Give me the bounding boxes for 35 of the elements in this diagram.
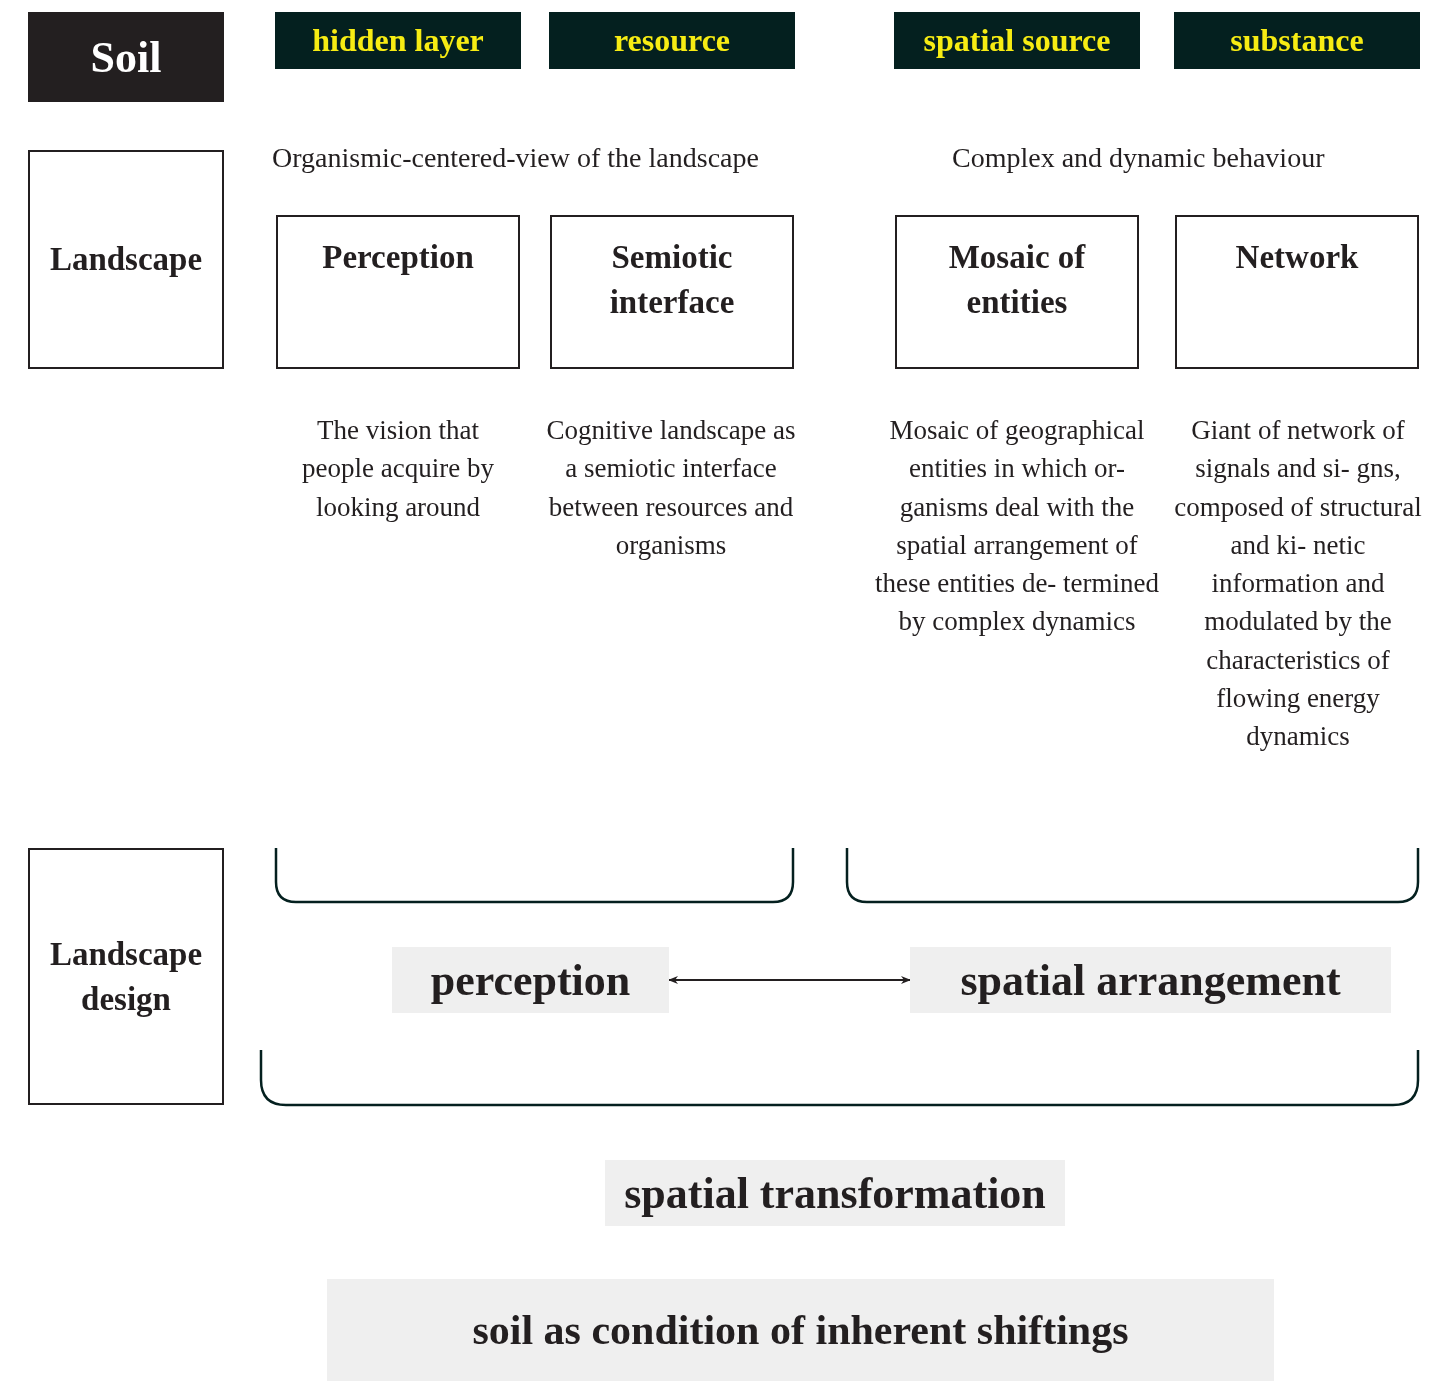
- category-header: [275, 12, 521, 69]
- box-title: perception: [430, 954, 631, 1006]
- box-title: spatial arrangement: [960, 954, 1341, 1006]
- category-header: [1174, 12, 1420, 69]
- concept-label: [392, 947, 669, 1013]
- box-title: Network: [1235, 238, 1359, 277]
- box-title: Perception: [322, 238, 474, 277]
- category-header: [549, 12, 795, 69]
- box-title: Mosaic of entities: [947, 238, 1087, 322]
- concept-box: [895, 215, 1139, 369]
- box-title: substance: [1230, 22, 1364, 59]
- box-title: spatial source: [923, 22, 1111, 59]
- section-heading: Complex and dynamic behaviour: [952, 142, 1325, 174]
- concept-box: [276, 215, 520, 369]
- double-arrow: [668, 976, 911, 984]
- description-text: Mosaic of geographical entities in which or- ganisms deal with the spatial arrangement of these entities de- termined by complex dynamics: [874, 414, 1160, 639]
- box-title: hidden layer: [312, 22, 484, 59]
- box-title: soil as condition of inherent shiftings: [472, 1306, 1129, 1354]
- concept-label: [910, 947, 1391, 1013]
- box-title: Landscape: [49, 240, 203, 280]
- concept-box: [28, 848, 224, 1105]
- category-header: [894, 12, 1140, 69]
- concept-box: [28, 150, 224, 369]
- description-text: Giant of network of signals and si- gns, composed of structural and ki- netic information and modulated by the characteristics of flowing energy dynamics: [1174, 414, 1422, 754]
- section-heading: Organismic-centered-view of the landscape: [272, 142, 759, 174]
- description-text: Cognitive landscape as a semiotic interface between resources and organisms: [545, 414, 797, 562]
- box-title: Landscape design: [48, 934, 204, 1019]
- description-text: The vision that people acquire by looking around: [301, 414, 495, 524]
- concept-box: [550, 215, 794, 369]
- title-box: [28, 12, 224, 102]
- concept-box: [1175, 215, 1419, 369]
- box-title: Soil: [90, 31, 162, 83]
- box-title: resource: [613, 22, 731, 59]
- box-title: Semiotic interface: [608, 238, 736, 322]
- box-title: spatial transformation: [624, 1167, 1046, 1219]
